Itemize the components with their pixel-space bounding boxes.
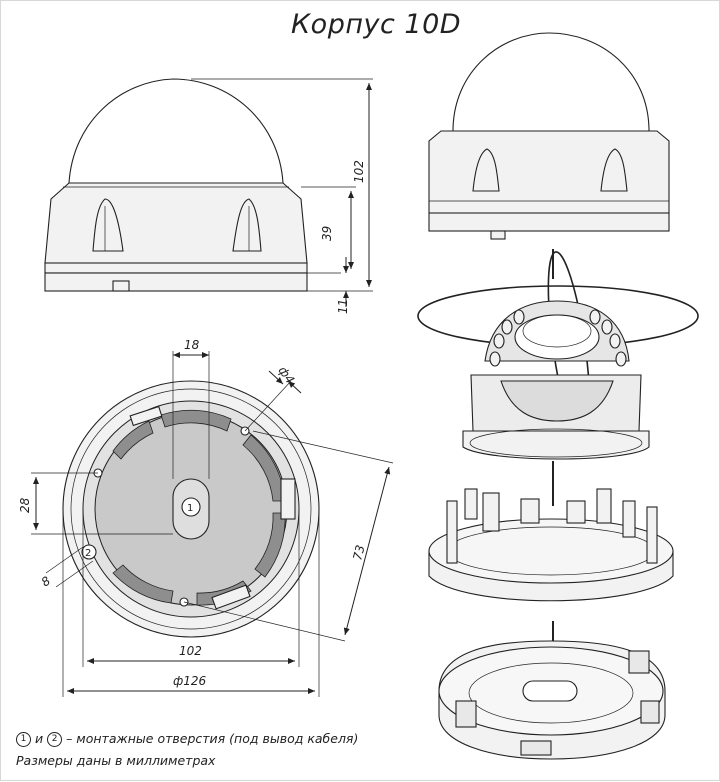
side-base-ring <box>44 262 308 274</box>
hole2-marker: 2 <box>85 548 91 559</box>
dim-height-base: 11 <box>336 299 350 314</box>
side-housing <box>44 182 308 264</box>
dim-outer-diameter: ф126 <box>173 674 207 688</box>
dim-diag-distance: 73 <box>350 544 367 562</box>
dim-hole-diameter: ф4 <box>276 364 298 387</box>
dim-small-size: 8 <box>39 573 54 589</box>
vent-holes <box>489 309 627 367</box>
dim-hole-offset: 18 <box>184 338 200 352</box>
legend-marker-1: 1 <box>16 732 31 747</box>
exploded-dome <box>452 32 650 132</box>
side-dome <box>68 78 284 184</box>
legend-units: Размеры даны в миллиметрах <box>16 753 216 768</box>
dim-height-body: 39 <box>320 226 334 241</box>
dim-inner-diameter: 102 <box>179 644 202 658</box>
side-view: 102 39 11 <box>44 78 373 314</box>
side-base <box>44 272 308 292</box>
drawing-title: Корпус 10D <box>291 9 462 40</box>
legend-holes-text: – монтажные отверстия (под вывод кабеля) <box>66 731 359 746</box>
dim-height-total: 102 <box>352 160 366 183</box>
exploded-view <box>417 32 699 760</box>
legend-marker-2: 2 <box>47 732 63 747</box>
legend-holes: 1 и 2 – монтажные отверстия (под вывод к… <box>16 731 358 747</box>
legend-and: и <box>34 731 44 746</box>
bottom-view: 1 2 18 ф4 28 8 73 <box>18 338 394 697</box>
hole1-marker: 1 <box>187 503 193 514</box>
dim-left-offset: 28 <box>18 497 32 513</box>
